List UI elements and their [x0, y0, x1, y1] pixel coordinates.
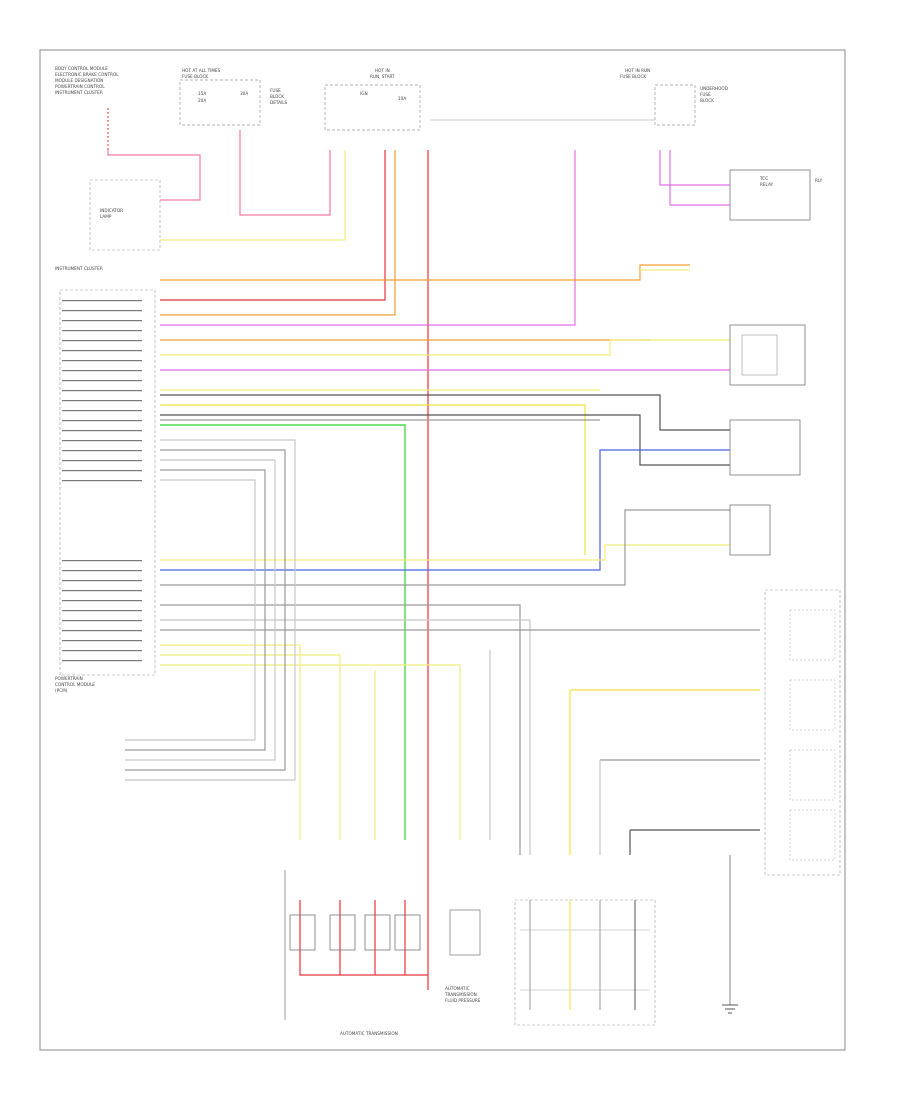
svg-text:UNDERHOOD: UNDERHOOD	[700, 86, 728, 91]
svg-text:BLOCK: BLOCK	[700, 98, 714, 103]
sensor-right-1	[729, 324, 806, 386]
svg-text:INDICATOR: INDICATOR	[100, 208, 123, 213]
switch-assembly	[764, 589, 841, 876]
svg-text:20A: 20A	[198, 98, 206, 103]
svg-text:FUSE BLOCK: FUSE BLOCK	[620, 74, 646, 79]
svg-text:AUTOMATIC TRANSMISSION: AUTOMATIC TRANSMISSION	[340, 1031, 398, 1036]
svg-text:MODULE DESIGNATION: MODULE DESIGNATION	[55, 78, 103, 83]
svg-text:RUN, START: RUN, START	[370, 74, 395, 79]
pcm: POWERTRAIN CONTROL MODULE (PCM)	[55, 289, 156, 693]
fuse-block-left: HOT AT ALL TIMES FUSE BLOCK 15A 20A 30A …	[179, 68, 288, 126]
svg-text:FUSE BLOCK: FUSE BLOCK	[182, 74, 208, 79]
svg-text:INSTRUMENT CLUSTER: INSTRUMENT CLUSTER	[55, 266, 103, 271]
diagram-frame	[39, 49, 846, 1051]
instrument-cluster: INDICATOR LAMP INSTRUMENT CLUSTER	[55, 179, 161, 271]
svg-text:IGN: IGN	[360, 91, 368, 96]
module-top-left: BODY CONTROL MODULE ELECTRONIC BRAKE CON…	[55, 66, 119, 150]
svg-text:FLUID PRESSURE: FLUID PRESSURE	[445, 998, 481, 1003]
sensor-right-3	[729, 504, 771, 556]
wires	[107, 130, 760, 1005]
svg-text:HOT IN RUN: HOT IN RUN	[625, 68, 650, 73]
svg-text:CONTROL MODULE: CONTROL MODULE	[55, 682, 95, 687]
ignition-switch: HOT IN RUN, START IGN 10A	[324, 68, 421, 131]
svg-text:POWERTRAIN CONTROL: POWERTRAIN CONTROL	[55, 84, 105, 89]
svg-text:RELAY: RELAY	[760, 182, 774, 187]
svg-text:FUSE: FUSE	[700, 92, 711, 97]
svg-text:15A: 15A	[198, 91, 206, 96]
svg-text:FUSE: FUSE	[270, 88, 281, 93]
svg-text:HOT AT ALL TIMES: HOT AT ALL TIMES	[182, 68, 221, 73]
svg-text:BODY CONTROL MODULE: BODY CONTROL MODULE	[55, 66, 108, 71]
svg-text:30A: 30A	[240, 91, 248, 96]
svg-text:BLOCK: BLOCK	[270, 94, 284, 99]
pressure-switch: AUTOMATIC TRANSMISSION FLUID PRESSURE	[444, 909, 481, 1003]
svg-text:10A: 10A	[398, 96, 406, 101]
svg-text:INSTRUMENT CLUSTER: INSTRUMENT CLUSTER	[55, 90, 103, 95]
svg-text:POWERTRAIN: POWERTRAIN	[55, 676, 83, 681]
sensor-right-2	[729, 419, 801, 476]
svg-text:ELECTRONIC BRAKE CONTROL: ELECTRONIC BRAKE CONTROL	[55, 72, 119, 77]
range-switch-bottom	[514, 899, 656, 1026]
fuse-block-right: HOT IN RUN FUSE BLOCK UNDERHOOD FUSE BLO…	[430, 68, 728, 126]
svg-text:TCC: TCC	[759, 176, 768, 181]
svg-text:RLY: RLY	[815, 178, 823, 183]
svg-text:AUTOMATIC: AUTOMATIC	[445, 986, 470, 991]
pcm-pin-rows	[62, 300, 142, 662]
ground	[722, 1004, 738, 1014]
svg-text:DETAILS: DETAILS	[270, 100, 288, 105]
svg-text:(PCM): (PCM)	[55, 688, 68, 693]
svg-text:LAMP: LAMP	[100, 214, 112, 219]
relay-right-top: TCC RELAY RLY	[729, 169, 823, 221]
svg-text:TRANSMISSION: TRANSMISSION	[444, 992, 477, 997]
svg-text:HOT IN: HOT IN	[375, 68, 390, 73]
solenoids: AUTOMATIC TRANSMISSION	[284, 870, 421, 1036]
